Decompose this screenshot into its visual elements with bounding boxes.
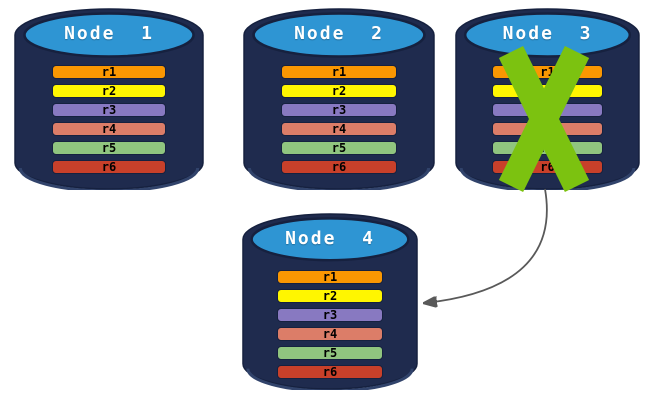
replica-label: r6: [322, 365, 338, 379]
replica-list: r1 r2 r3 r4 r5 r6: [277, 270, 383, 384]
replica-label: r2: [331, 84, 347, 98]
failure-cross-icon: [498, 46, 590, 192]
node-2: Node 2 r1 r2 r3 r4 r5 r6: [243, 8, 435, 190]
node-title: Node 2: [294, 23, 384, 44]
replica-label: r2: [101, 84, 117, 98]
cylinder-top: [463, 12, 632, 58]
replica-label: r6: [331, 160, 347, 174]
replica-label: r4: [331, 122, 347, 136]
cylinder-top: [250, 217, 410, 262]
replica-bar-r6: r6: [277, 365, 383, 379]
replica-bar-r1: r1: [281, 65, 397, 79]
replica-label: r6: [540, 160, 555, 174]
replica-label: r3: [322, 308, 338, 322]
replica-bar-r3: r3: [277, 308, 383, 322]
replica-bar-r2: r2: [281, 84, 397, 98]
replica-bar-r1: r1: [277, 270, 383, 284]
replica-bar-r2: r2: [277, 289, 383, 303]
replica-label: r5: [331, 141, 347, 155]
replica-label: r6: [101, 160, 117, 174]
replica-label: r4: [322, 327, 338, 341]
replica-list: r1 r2 r3 r4 r5 r6: [281, 65, 397, 179]
replica-bar-r5: r5: [277, 346, 383, 360]
replica-label: r4: [101, 122, 117, 136]
replica-label: r2: [322, 289, 338, 303]
node-title: Node 1: [64, 23, 154, 44]
cylinder-top: [23, 12, 195, 58]
replica-label: r3: [101, 103, 117, 117]
replica-label: r1: [101, 65, 117, 79]
replica-bar-r3: r3: [281, 103, 397, 117]
replica-bar-r6: r6: [52, 160, 166, 174]
replica-bar-r6: r6: [281, 160, 397, 174]
replica-bar-r4: r4: [277, 327, 383, 341]
cylinder-bottom-rim: [247, 167, 431, 190]
replica-bar-r4: r4: [52, 122, 166, 136]
replica-bar-r3: r3: [52, 103, 166, 117]
replica-bar-r1: r1: [52, 65, 166, 79]
cylinder-bottom-rim: [459, 167, 636, 190]
replica-bar-r4: r4: [281, 122, 397, 136]
replica-label: r5: [322, 346, 338, 360]
replica-label: r1: [331, 65, 347, 79]
redistribution-arrow: [415, 188, 548, 318]
replica-bar-r5: r5: [52, 141, 166, 155]
node-1: Node 1 r1 r2 r3 r4 r5 r6: [14, 8, 204, 190]
cylinder-bottom-rim: [246, 368, 414, 390]
node-title: Node 3: [502, 23, 593, 44]
cross-stroke: [498, 46, 590, 192]
replica-label: r1: [322, 270, 338, 284]
replica-bar-r2: r2: [52, 84, 166, 98]
node-4: Node 4 r1 r2 r3 r4 r5 r6: [242, 213, 418, 390]
cylinder-bottom-rim: [18, 167, 200, 190]
cylinder-top: [252, 12, 426, 58]
replica-label: r5: [101, 141, 117, 155]
replica-bar-r5: r5: [281, 141, 397, 155]
replica-label: r3: [331, 103, 347, 117]
replica-list: r1 r2 r3 r4 r5 r6: [52, 65, 166, 179]
arrow-curve: [425, 188, 548, 303]
node-title: Node 4: [285, 228, 375, 249]
